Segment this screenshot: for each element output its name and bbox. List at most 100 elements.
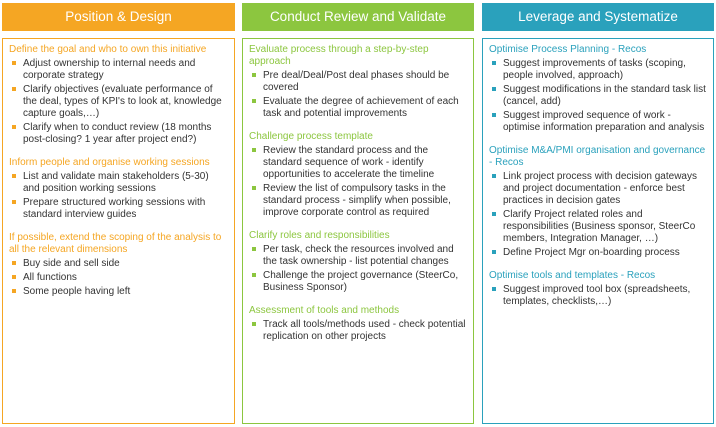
list-item: Suggest improved tool box (spreadsheets,… — [489, 284, 707, 308]
list-item: Suggest modifications in the standard ta… — [489, 84, 707, 108]
list-item-text: Pre deal/Deal/Post deal phases should be… — [263, 70, 450, 93]
column-conduct-review: Conduct Review and Validate Evaluate pro… — [242, 3, 474, 424]
column-leverage-systematize: Leverage and Systematize Optimise Proces… — [482, 3, 714, 424]
list-item-text: Some people having left — [23, 286, 131, 297]
square-bullet-icon — [492, 212, 496, 216]
section-title: Optimise Process Planning - Recos — [489, 44, 647, 55]
section-title: Inform people and organise working sessi… — [9, 157, 210, 168]
column-header: Leverage and Systematize — [482, 3, 714, 31]
section: Evaluate process through a step-by-step … — [249, 44, 467, 120]
list-item: Suggest improvements of tasks (scoping, … — [489, 58, 707, 82]
list-item: Adjust ownership to internal needs and c… — [9, 58, 228, 82]
square-bullet-icon — [252, 99, 256, 103]
section: Optimise M&A/PMI organisation and govern… — [489, 145, 707, 259]
list-item-text: Define Project Mgr on-boarding process — [503, 247, 680, 258]
bullet-list: Suggest improvements of tasks (scoping, … — [489, 58, 707, 134]
list-item: Track all tools/methods used - check pot… — [249, 319, 467, 343]
column-header: Position & Design — [2, 3, 235, 31]
square-bullet-icon — [492, 113, 496, 117]
list-item-text: Review the list of compulsory tasks in t… — [263, 183, 451, 218]
column-header: Conduct Review and Validate — [242, 3, 474, 31]
list-item-text: Suggest improved tool box (spreadsheets,… — [503, 284, 691, 307]
square-bullet-icon — [252, 247, 256, 251]
bullet-list: Pre deal/Deal/Post deal phases should be… — [249, 70, 467, 120]
list-item-text: Buy side and sell side — [23, 258, 120, 269]
square-bullet-icon — [12, 61, 16, 65]
list-item: Clarify when to conduct review (18 month… — [9, 122, 228, 146]
column-box: Define the goal and who to own this init… — [2, 38, 235, 424]
list-item: All functions — [9, 272, 228, 284]
section-title: Challenge process template — [249, 131, 373, 142]
list-item: List and validate main stakeholders (5-3… — [9, 171, 228, 195]
list-item-text: Track all tools/methods used - check pot… — [263, 319, 466, 342]
list-item: Define Project Mgr on-boarding process — [489, 247, 707, 259]
list-item: Review the standard process and the stan… — [249, 145, 467, 181]
section: Inform people and organise working sessi… — [9, 157, 228, 221]
section-title: If possible, extend the scoping of the a… — [9, 232, 222, 255]
list-item-text: All functions — [23, 272, 77, 283]
list-item-text: Adjust ownership to internal needs and c… — [23, 58, 196, 81]
square-bullet-icon — [492, 287, 496, 291]
bullet-list: List and validate main stakeholders (5-3… — [9, 171, 228, 221]
list-item-text: Evaluate the degree of achievement of ea… — [263, 96, 459, 119]
section: Define the goal and who to own this init… — [9, 44, 228, 146]
list-item-text: Clarify Project related roles and respon… — [503, 209, 696, 244]
bullet-list: Per task, check the resources involved a… — [249, 244, 467, 294]
list-item-text: Link project process with decision gatew… — [503, 171, 697, 206]
list-item: Prepare structured working sessions with… — [9, 197, 228, 221]
bullet-list: Track all tools/methods used - check pot… — [249, 319, 467, 343]
column-box: Evaluate process through a step-by-step … — [242, 38, 474, 424]
list-item-text: Challenge the project governance (SteerC… — [263, 270, 459, 293]
list-item-text: Review the standard process and the stan… — [263, 145, 435, 180]
square-bullet-icon — [252, 273, 256, 277]
list-item: Evaluate the degree of achievement of ea… — [249, 96, 467, 120]
list-item-text: Suggest modifications in the standard ta… — [503, 84, 706, 107]
square-bullet-icon — [492, 174, 496, 178]
bullet-list: Link project process with decision gatew… — [489, 171, 707, 259]
bullet-list: Suggest improved tool box (spreadsheets,… — [489, 284, 707, 308]
list-item: Buy side and sell side — [9, 258, 228, 270]
square-bullet-icon — [12, 125, 16, 129]
square-bullet-icon — [12, 275, 16, 279]
square-bullet-icon — [252, 148, 256, 152]
square-bullet-icon — [12, 174, 16, 178]
bullet-list: Review the standard process and the stan… — [249, 145, 467, 219]
list-item-text: List and validate main stakeholders (5-3… — [23, 171, 209, 194]
square-bullet-icon — [252, 322, 256, 326]
list-item-text: Clarify when to conduct review (18 month… — [23, 122, 212, 145]
list-item: Some people having left — [9, 286, 228, 298]
list-item: Clarify Project related roles and respon… — [489, 209, 707, 245]
square-bullet-icon — [252, 186, 256, 190]
square-bullet-icon — [12, 289, 16, 293]
section-title: Clarify roles and responsibilities — [249, 230, 390, 241]
section-title: Evaluate process through a step-by-step … — [249, 44, 429, 67]
list-item-text: Prepare structured working sessions with… — [23, 197, 206, 220]
section: If possible, extend the scoping of the a… — [9, 232, 228, 298]
section-title: Optimise tools and templates - Recos — [489, 270, 656, 281]
list-item: Clarify objectives (evaluate performance… — [9, 84, 228, 120]
section-title: Define the goal and who to own this init… — [9, 44, 207, 55]
list-item: Review the list of compulsory tasks in t… — [249, 183, 467, 219]
section-title: Assessment of tools and methods — [249, 305, 400, 316]
list-item: Pre deal/Deal/Post deal phases should be… — [249, 70, 467, 94]
list-item-text: Suggest improvements of tasks (scoping, … — [503, 58, 686, 81]
square-bullet-icon — [492, 250, 496, 254]
list-item: Challenge the project governance (SteerC… — [249, 270, 467, 294]
list-item: Per task, check the resources involved a… — [249, 244, 467, 268]
square-bullet-icon — [492, 61, 496, 65]
section-title: Optimise M&A/PMI organisation and govern… — [489, 145, 706, 168]
list-item-text: Per task, check the resources involved a… — [263, 244, 454, 267]
square-bullet-icon — [492, 87, 496, 91]
square-bullet-icon — [12, 200, 16, 204]
list-item: Link project process with decision gatew… — [489, 171, 707, 207]
list-item-text: Clarify objectives (evaluate performance… — [23, 84, 222, 119]
column-position-design: Position & Design Define the goal and wh… — [2, 3, 235, 424]
